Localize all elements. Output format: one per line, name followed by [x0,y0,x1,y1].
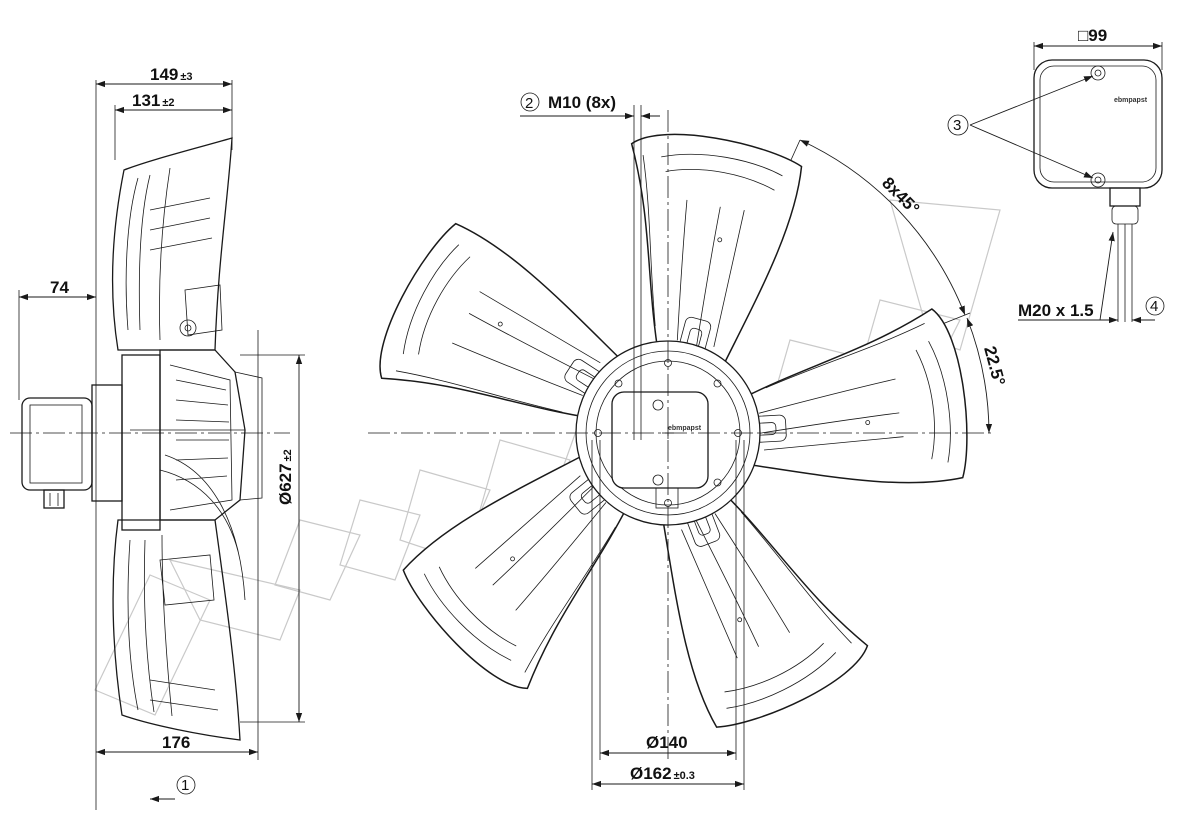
overall-depth-label: 149±3 [150,65,193,84]
inner-diameter-label: Ø140 [646,733,688,752]
hub-brand-label: ebmpapst [668,425,702,432]
box-size-label: □99 [1078,26,1107,45]
balloon-4: 4 [1150,298,1158,315]
balloon-2: 2 [525,95,533,112]
balloon-1: 1 [181,777,189,794]
hub-depth-label: 131±2 [132,91,175,110]
front-view: ebmpapst [356,92,993,790]
side-view [10,80,305,810]
box-offset-label: 74 [50,278,69,297]
cable-gland-label: M20 x 1.5 [1018,301,1094,320]
bolt-spacing-label: 8x45° [878,173,923,218]
balloon-3: 3 [953,117,961,134]
outer-diameter-label: Ø627±2 [276,449,295,505]
box-brand-label: ebmpapst [1114,97,1148,104]
mounting-thread-label: M10 (8x) [548,93,616,112]
base-depth-label: 176 [162,733,190,752]
terminal-box-view [947,42,1165,324]
flange-diameter-label: Ø162±0.3 [630,764,695,783]
